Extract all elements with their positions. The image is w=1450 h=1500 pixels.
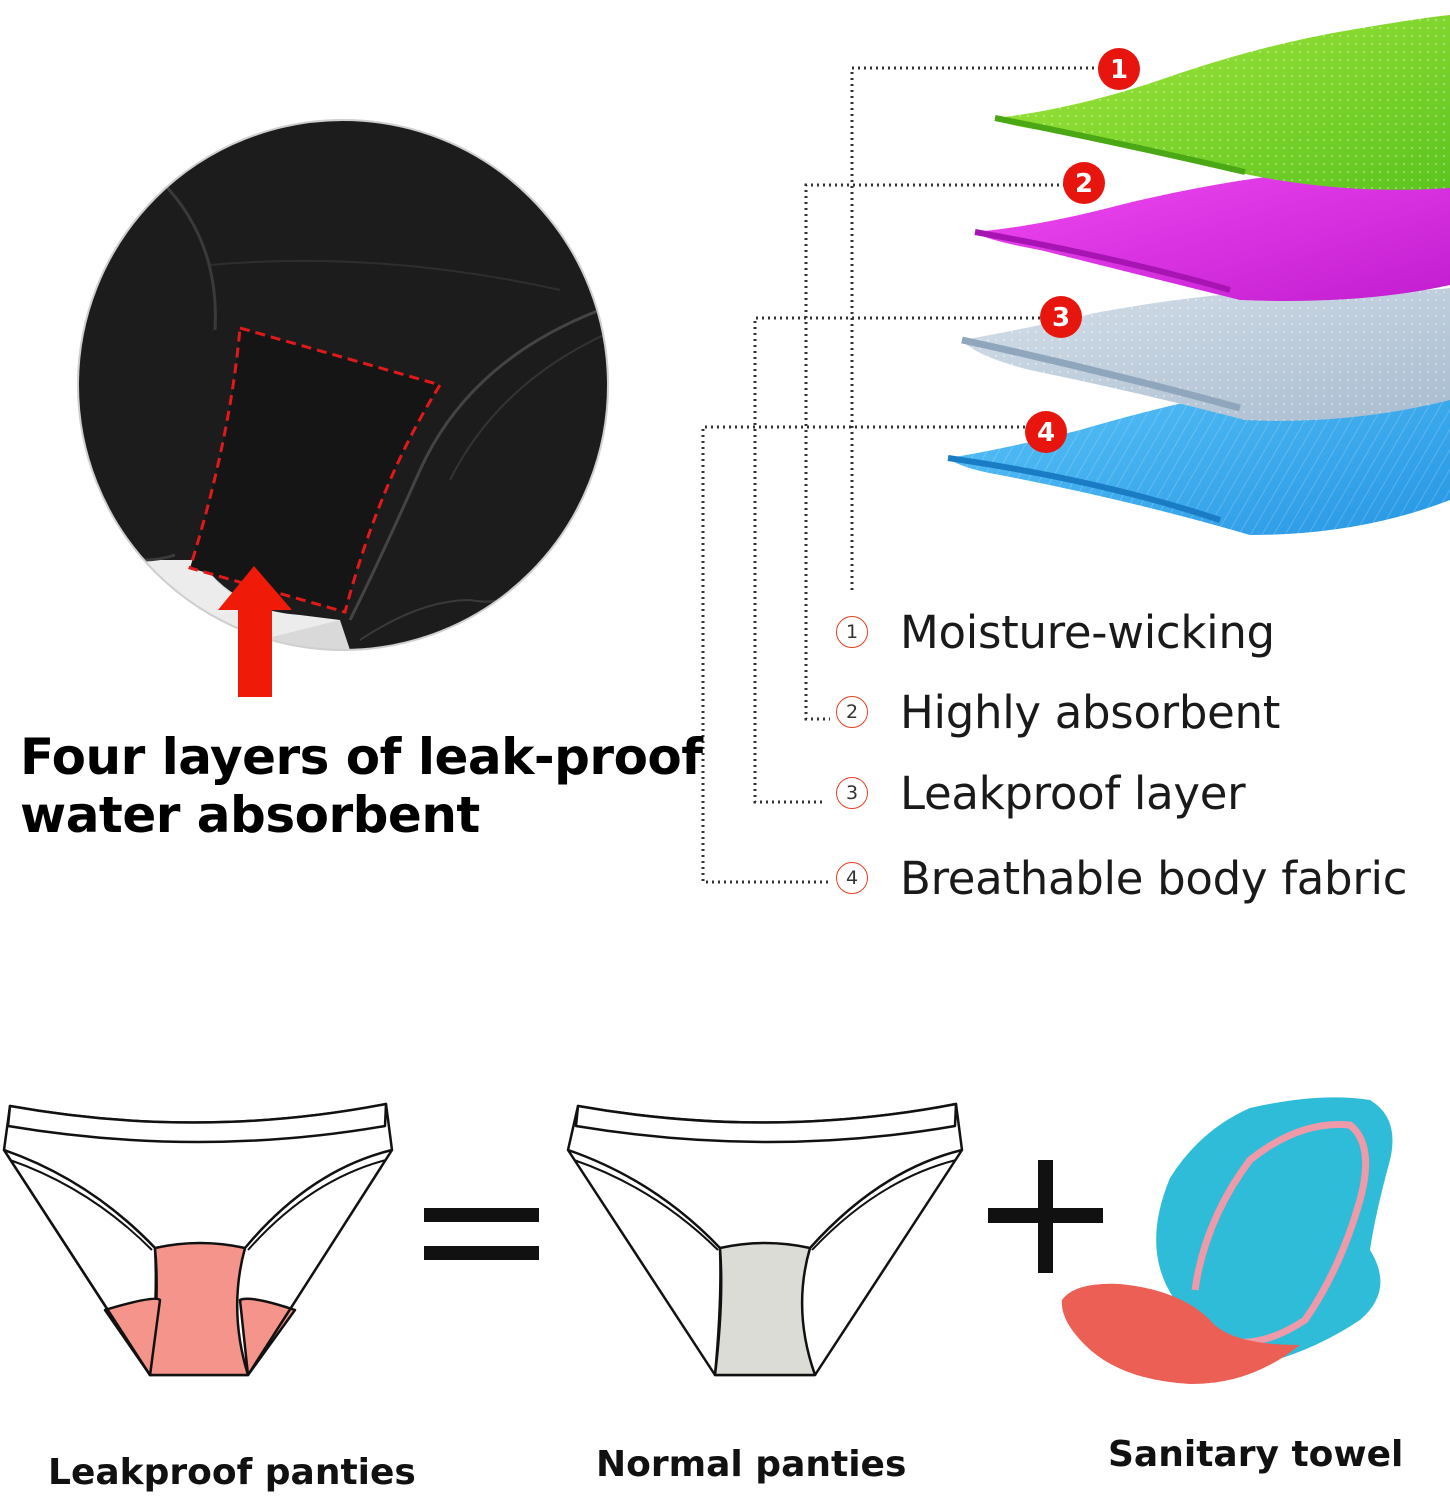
layer-sheets bbox=[947, 15, 1450, 535]
layer-badge-2: 2 bbox=[1063, 162, 1105, 204]
headline-line-2: water absorbent bbox=[20, 786, 480, 844]
headline: Four layers of leak-proof water absorben… bbox=[20, 728, 720, 844]
layer-badge-3: 3 bbox=[1040, 296, 1082, 338]
plus-icon bbox=[988, 1160, 1103, 1273]
connector-lines bbox=[701, 66, 1100, 884]
equals-icon bbox=[424, 1208, 539, 1260]
legend-item-leakproof-layer: 3 Leakproof layer bbox=[836, 767, 1246, 820]
svg-text:2: 2 bbox=[1075, 169, 1093, 199]
legend-item-moisture-wicking: 1 Moisture-wicking bbox=[836, 606, 1275, 659]
legend-label: Moisture-wicking bbox=[900, 605, 1275, 659]
sanitary-towel bbox=[1061, 1097, 1393, 1385]
leakproof-panties bbox=[2, 1102, 394, 1377]
legend-item-highly-absorbent: 2 Highly absorbent bbox=[836, 686, 1280, 739]
legend-label: Highly absorbent bbox=[900, 685, 1281, 739]
legend-number: 3 bbox=[836, 777, 868, 809]
svg-text:4: 4 bbox=[1037, 418, 1055, 448]
legend-number: 4 bbox=[836, 862, 868, 894]
legend-label: Breathable body fabric bbox=[900, 851, 1408, 905]
layer-badge-4: 4 bbox=[1025, 411, 1067, 453]
legend-number: 2 bbox=[836, 696, 868, 728]
legend-number: 1 bbox=[836, 616, 868, 648]
fabric-closeup bbox=[77, 119, 609, 651]
svg-text:3: 3 bbox=[1052, 303, 1070, 333]
headline-line-1: Four layers of leak-proof bbox=[20, 728, 703, 786]
layer-badge-1: 1 bbox=[1098, 48, 1140, 90]
stitch-outline bbox=[188, 326, 443, 614]
leakproof-panties-caption: Leakproof panties bbox=[48, 1452, 416, 1493]
legend-item-breathable-body-fabric: 4 Breathable body fabric bbox=[836, 852, 1407, 905]
legend-label: Leakproof layer bbox=[900, 766, 1246, 820]
normal-panties-caption: Normal panties bbox=[596, 1444, 907, 1485]
up-arrow-icon bbox=[218, 566, 292, 697]
normal-panties bbox=[566, 1102, 964, 1377]
svg-text:1: 1 bbox=[1110, 55, 1128, 85]
sanitary-towel-caption: Sanitary towel bbox=[1108, 1434, 1404, 1475]
